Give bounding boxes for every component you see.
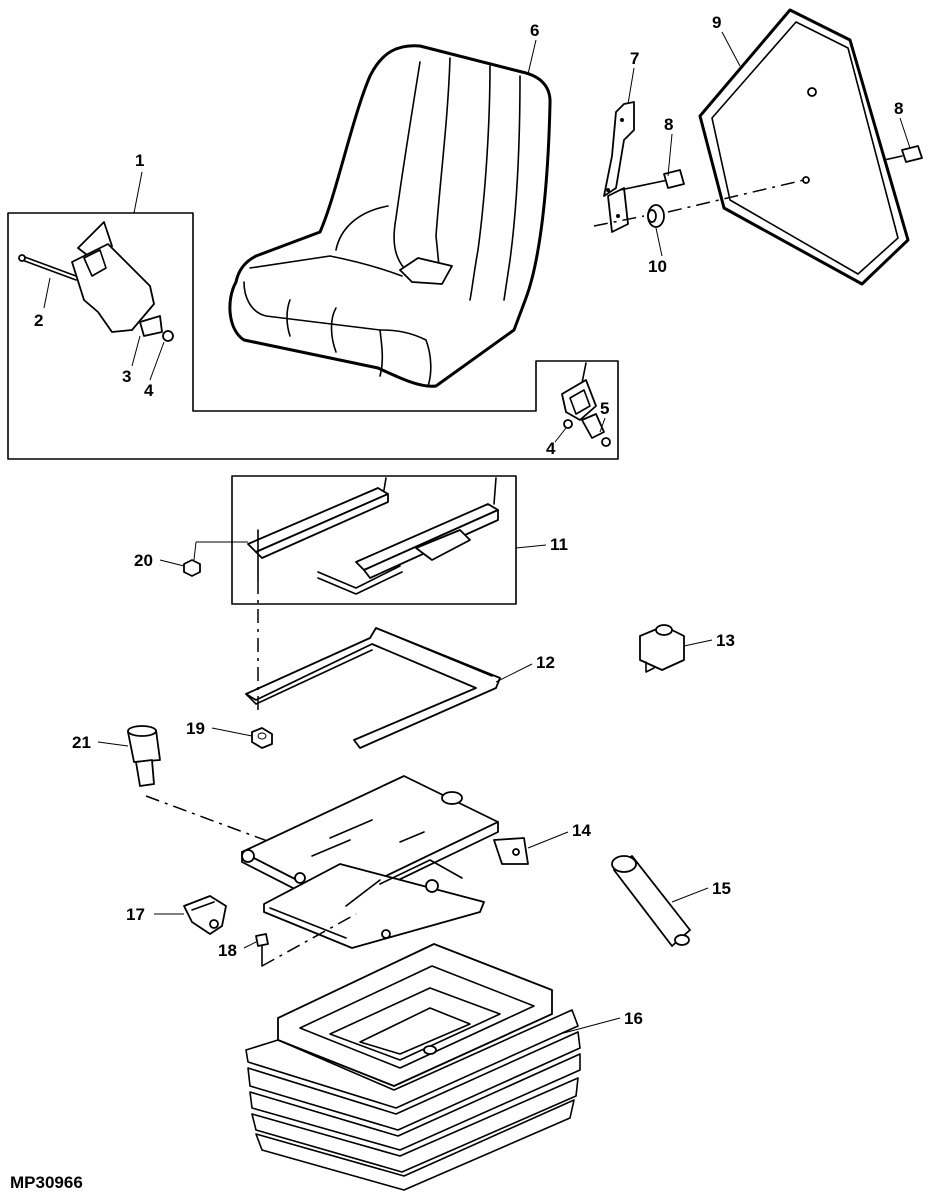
callout-12: 12 (536, 653, 555, 672)
suspension-mechanism-part (241, 775, 529, 949)
backrest-bracket-part (603, 101, 635, 233)
callout-2: 2 (34, 311, 43, 330)
callout-10: 10 (648, 257, 667, 276)
callout-20: 20 (134, 551, 153, 570)
slide-rail-assembly-part (247, 477, 499, 595)
bellows-cover-part (245, 943, 581, 1191)
callout-15: 15 (712, 879, 731, 898)
mounting-frame-part (245, 627, 501, 749)
seat-belt-buckle-part (18, 221, 174, 342)
smv-sign-part (698, 8, 910, 286)
switch-part (639, 624, 685, 673)
slide-rail-group-outline (231, 475, 517, 605)
seat-cushion-part (228, 44, 552, 388)
bolt-part (619, 169, 685, 191)
callout-6: 6 (530, 21, 539, 40)
callout-14: 14 (572, 821, 591, 840)
spacer-part (647, 204, 665, 228)
callout-8: 8 (664, 115, 673, 134)
callout-19: 19 (186, 719, 205, 738)
handle-part (183, 895, 227, 935)
callout-11: 11 (550, 535, 568, 554)
leader-lines (43, 31, 911, 1035)
callout-13: 13 (716, 631, 735, 650)
callout-1: 1 (135, 151, 144, 170)
nut-part-19 (251, 727, 273, 749)
adjust-knob-part (127, 725, 161, 787)
callout-9: 9 (712, 13, 721, 32)
nut-part-20 (183, 559, 201, 577)
callout-8-second: 8 (894, 99, 903, 118)
callout-16: 16 (624, 1009, 643, 1028)
seat-belt-group-outline (7, 212, 619, 460)
callout-7: 7 (630, 49, 639, 68)
callout-labels: 1 2 3 4 5 4 6 7 8 8 9 10 11 20 12 13 19 … (34, 13, 903, 1028)
callout-17: 17 (126, 905, 145, 924)
bolt-part-right (883, 145, 923, 163)
callout-3: 3 (122, 367, 131, 386)
shock-absorber-part (611, 855, 691, 947)
callout-5: 5 (600, 399, 609, 418)
seat-belt-latch-part (561, 362, 611, 447)
callout-4-second: 4 (546, 439, 556, 458)
figure-id: MP30966 (10, 1173, 83, 1192)
callout-4: 4 (144, 381, 154, 400)
callout-18: 18 (218, 941, 237, 960)
bolt-part-18 (255, 933, 269, 967)
callout-21: 21 (72, 733, 91, 752)
